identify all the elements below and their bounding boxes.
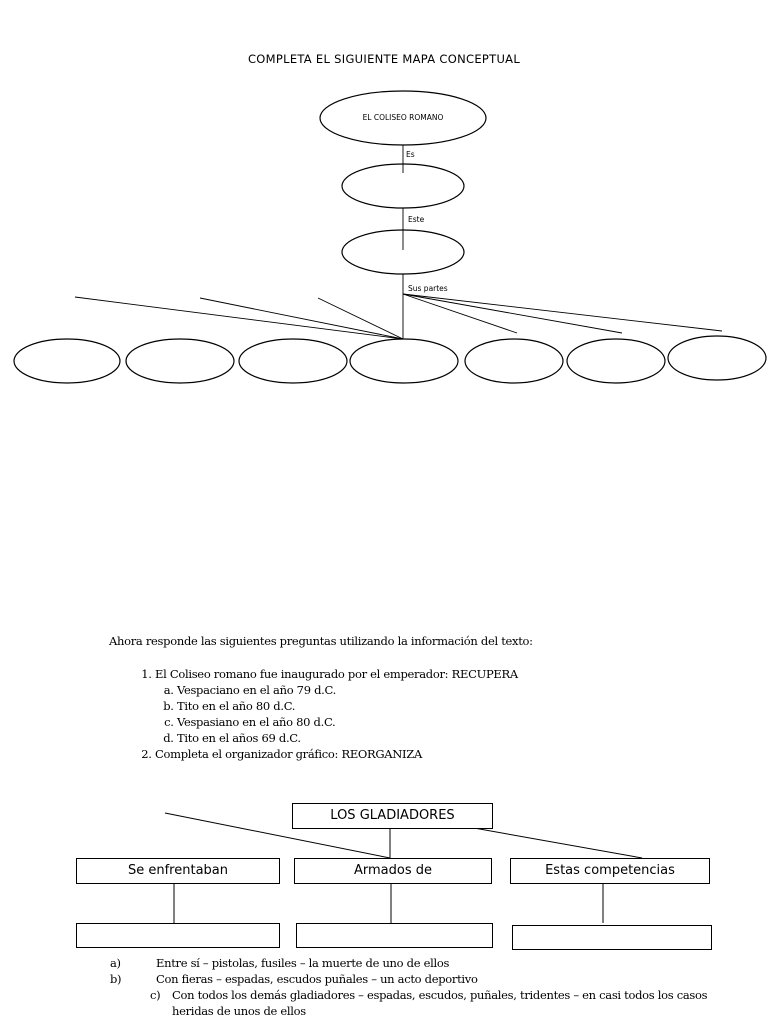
question-1: El Coliseo romano fue inaugurado por el … <box>155 666 715 746</box>
branch-line <box>402 293 723 332</box>
answer-option-b: b) Con fieras – espadas, escudos puñales… <box>110 972 478 986</box>
option-d: Tito en el años 69 d.C. <box>177 730 715 746</box>
branch-line <box>317 297 404 340</box>
link-label-este: Este <box>408 215 425 224</box>
answer-options: a) Entre sí – pistolas, fusiles – la mue… <box>110 955 730 1019</box>
root-label: EL COLISEO ROMANO <box>363 113 444 122</box>
part-node-1 <box>13 338 121 384</box>
question-2-text: Completa el organizador gráfico: REORGAN… <box>155 747 422 761</box>
option-b: Tito en el año 80 d.C. <box>177 698 715 714</box>
organizer-top-box: LOS GLADIADORES <box>292 803 493 829</box>
link-label-es: Es <box>406 150 415 159</box>
organizer-box-armados-de: Armados de <box>294 858 492 884</box>
page-title: COMPLETA EL SIGUIENTE MAPA CONCEPTUAL <box>247 52 521 66</box>
part-node-5 <box>464 338 564 384</box>
link-label-sus-partes: Sus partes <box>408 284 448 293</box>
questions-list: El Coliseo romano fue inaugurado por el … <box>109 666 715 762</box>
branch-line <box>74 296 404 340</box>
part-node-3 <box>238 338 348 384</box>
part-node-4 <box>349 338 459 384</box>
answer-blank-1[interactable] <box>76 923 280 948</box>
question-1-options: Vespaciano en el año 79 d.C. Tito en el … <box>155 682 715 746</box>
part-node-6 <box>566 338 666 384</box>
organizer-box-se-enfrentaban: Se enfrentaban <box>76 858 280 884</box>
answer-blank-2[interactable] <box>296 923 493 948</box>
question-1-text: El Coliseo romano fue inaugurado por el … <box>155 667 518 681</box>
answer-blank-3[interactable] <box>512 925 712 950</box>
question-2: Completa el organizador gráfico: REORGAN… <box>155 746 715 762</box>
branch-line <box>199 297 404 340</box>
concept-map: EL COLISEO ROMANO Es Este Sus partes <box>13 90 767 384</box>
organizer-box-estas-competencias: Estas competencias <box>510 858 710 884</box>
questions-intro: Ahora responde las siguientes preguntas … <box>109 634 533 648</box>
answer-option-a: a) Entre sí – pistolas, fusiles – la mue… <box>110 956 450 970</box>
branch-line <box>402 293 518 334</box>
part-node-7 <box>667 335 767 381</box>
option-a: Vespaciano en el año 79 d.C. <box>177 682 715 698</box>
branch-line <box>402 293 623 334</box>
option-c: Vespasiano en el año 80 d.C. <box>177 714 715 730</box>
answer-option-c: c) Con todos los demás gladiadores – esp… <box>150 988 708 1018</box>
part-node-2 <box>125 338 235 384</box>
